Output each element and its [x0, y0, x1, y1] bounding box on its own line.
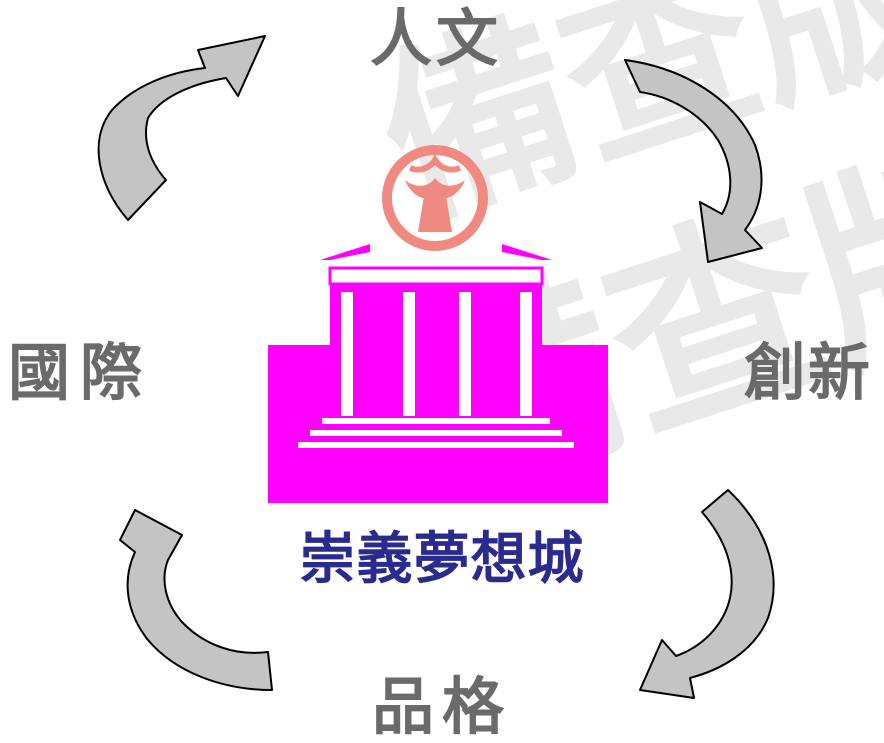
building-column — [403, 292, 415, 416]
label-bottom: 品格 — [372, 670, 513, 743]
arrow-bottom-right — [639, 489, 775, 699]
roof-arrow-right — [502, 244, 552, 260]
building-icon — [268, 244, 608, 503]
building-step — [310, 430, 562, 436]
curved-arrow-icon — [119, 509, 273, 691]
building-step — [298, 442, 574, 448]
label-top: 人文 — [370, 2, 503, 75]
building-column — [459, 292, 471, 416]
arrow-top-right — [624, 59, 763, 263]
curved-arrow-icon — [639, 489, 775, 699]
center-title: 崇義夢想城 — [299, 527, 585, 592]
curved-arrow-icon — [97, 35, 266, 221]
roof-arrow-left — [320, 244, 370, 260]
building-roof — [328, 266, 544, 286]
arrow-bottom-left — [119, 509, 273, 691]
label-left: 國際 — [8, 336, 153, 409]
label-right: 創新 — [744, 336, 873, 409]
curved-arrow-icon — [624, 59, 763, 263]
building-colonnade — [330, 280, 542, 420]
school-logo-icon — [382, 145, 488, 251]
building-column — [341, 292, 353, 416]
building-step — [322, 418, 550, 424]
arrow-top-left — [97, 35, 266, 221]
building-column — [520, 292, 532, 416]
